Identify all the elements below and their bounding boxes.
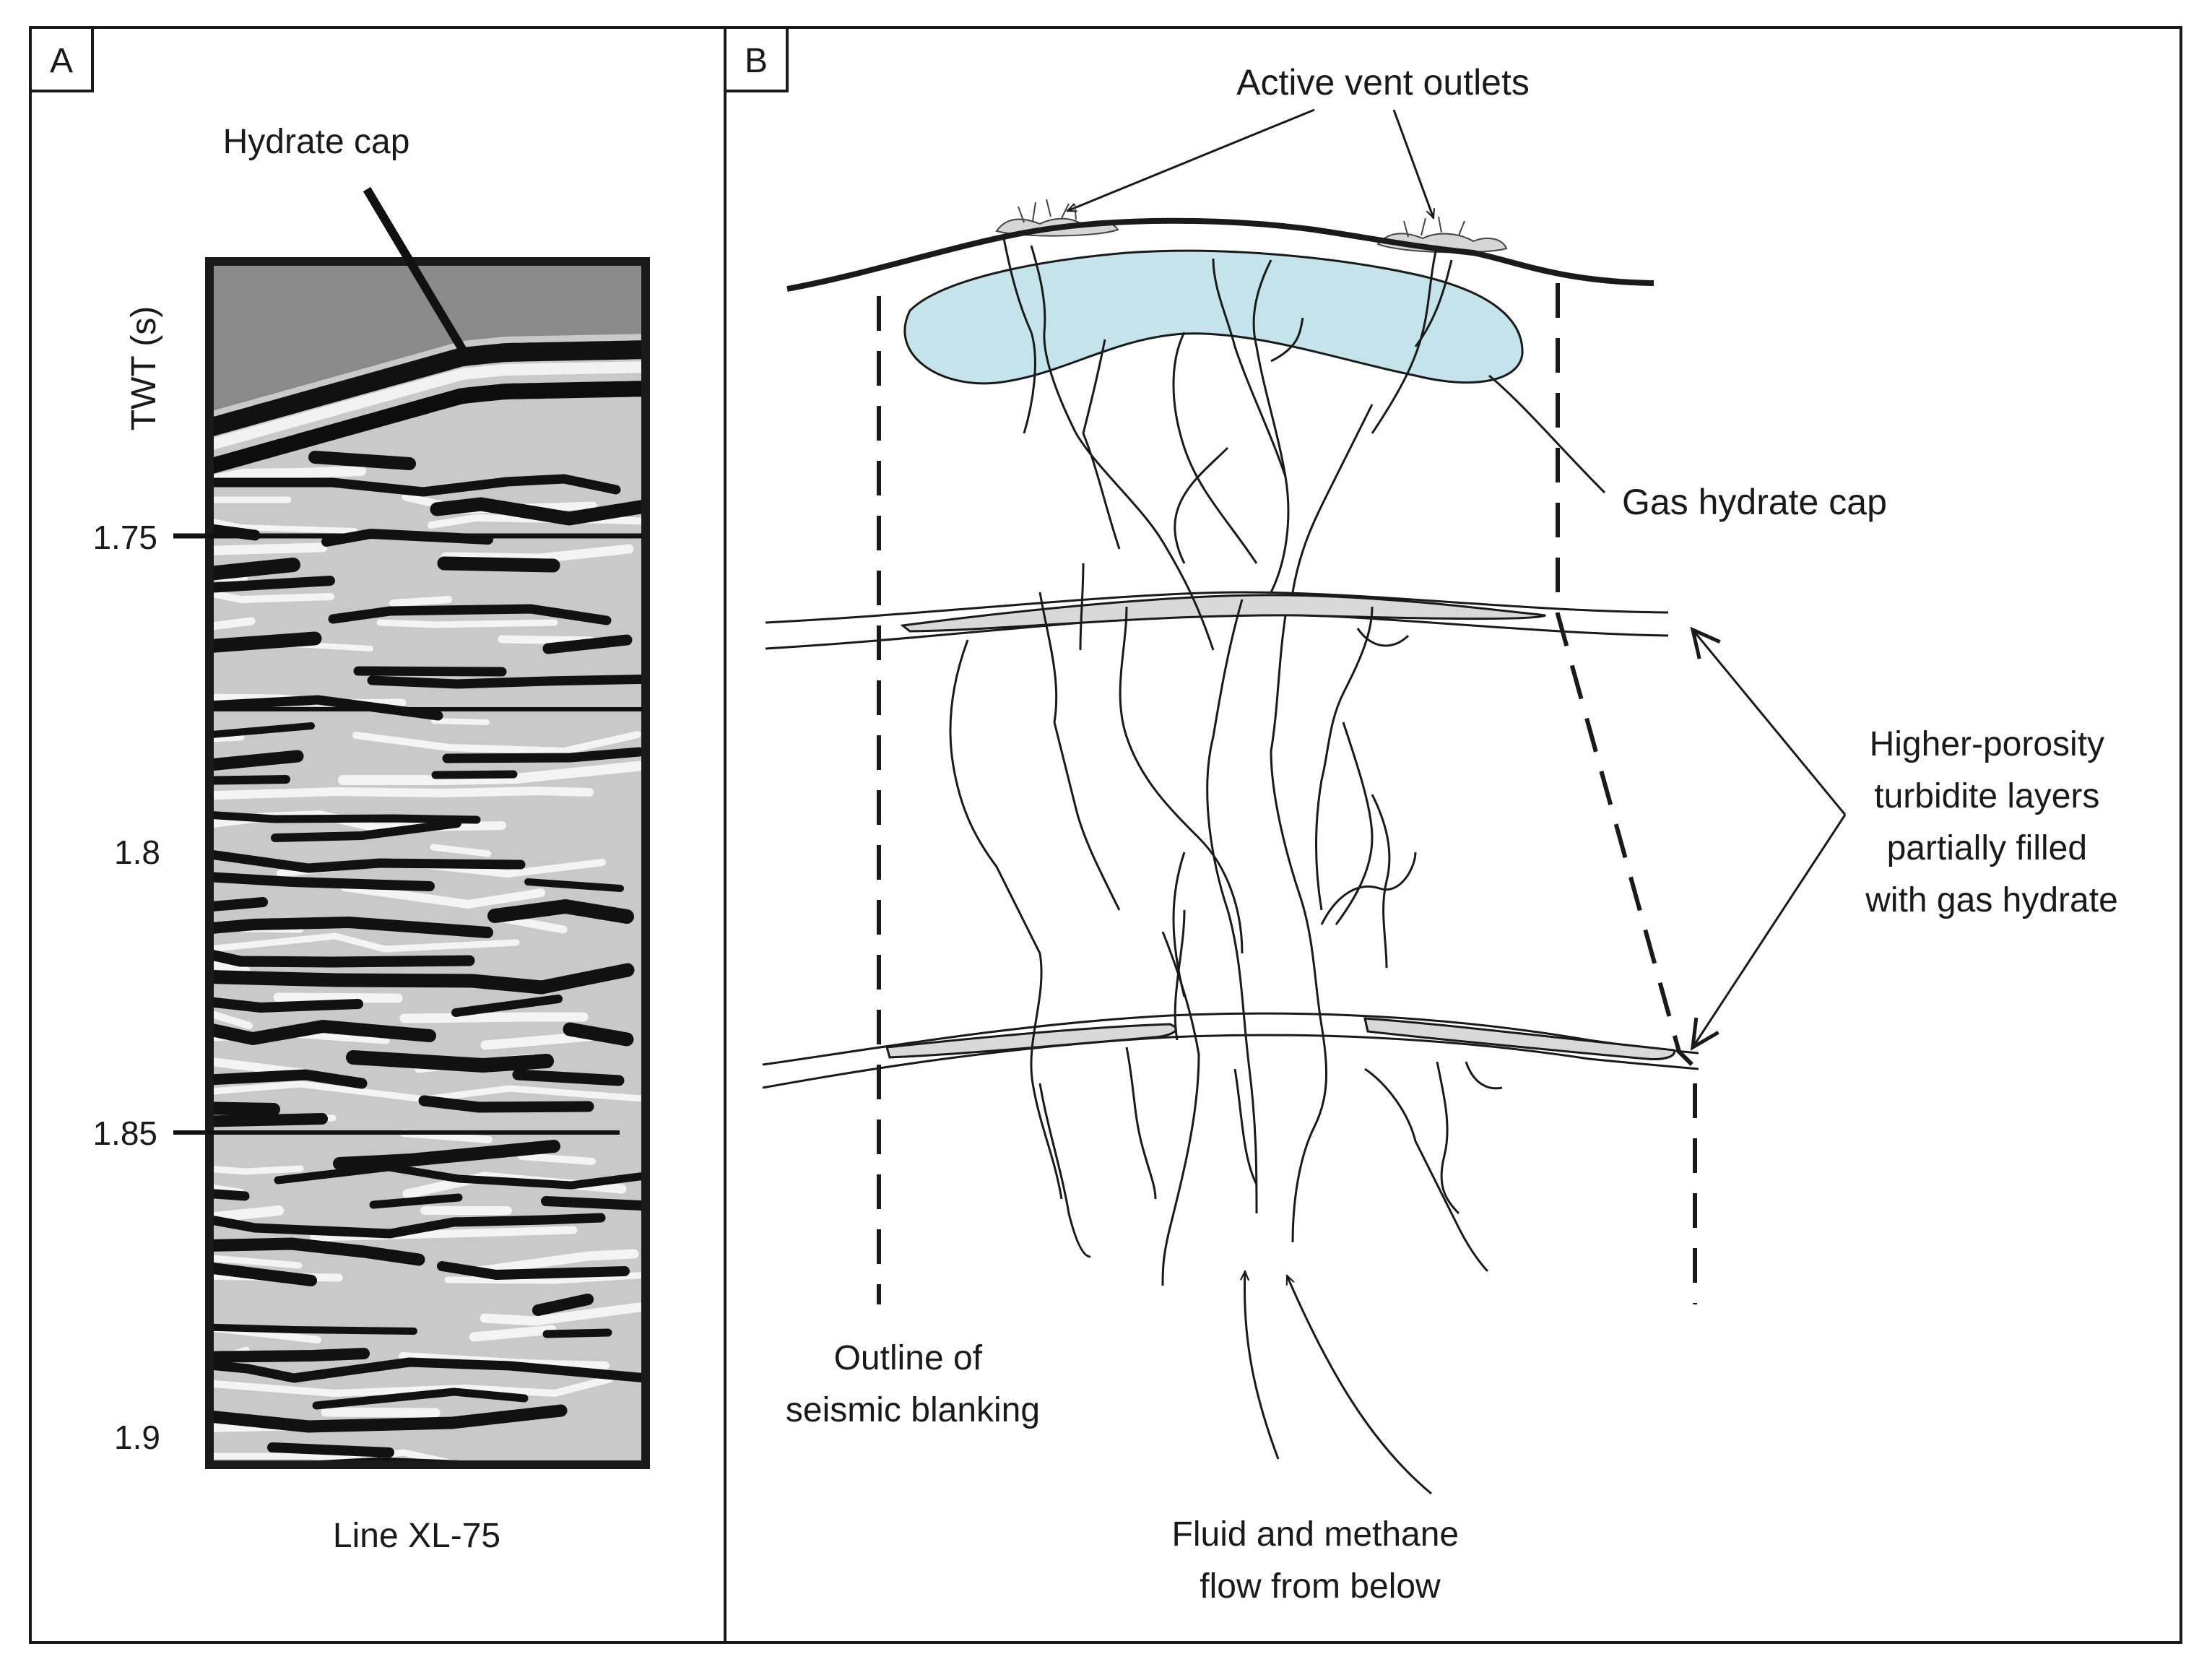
seismic-blanking-label: Outline of seismic blanking (786, 1339, 1040, 1429)
fluid-flow-label: Fluid and methane flow from below (1172, 1515, 1469, 1606)
line-caption: Line XL-75 (333, 1517, 500, 1555)
cap-leader-line (1489, 376, 1605, 493)
gas-hydrate-cap-label: Gas hydrate cap (1622, 482, 1887, 522)
layers-arrow-upper (1693, 630, 1845, 815)
vent-arrow-right (1394, 110, 1434, 218)
panel-b-letter: B (745, 42, 768, 80)
turbidite-layer-upper (765, 592, 1668, 649)
seismic-section (195, 261, 659, 1486)
seismic-blanking-outline (879, 283, 1695, 1304)
panel-a-letter: A (50, 42, 73, 80)
layers-arrow-lower (1693, 815, 1845, 1047)
tick-1-9: 1.9 (114, 1419, 160, 1456)
tick-1-85: 1.85 (92, 1114, 157, 1152)
active-vent-label: Active vent outlets (1236, 62, 1530, 103)
fracture-network (950, 238, 1502, 1286)
tick-1-75: 1.75 (92, 519, 157, 556)
vent-arrow-left (1067, 110, 1314, 211)
turbidite-layers-label: Higher-porosity turbidite layers partial… (1865, 725, 2118, 919)
flow-arrow-left (1244, 1271, 1278, 1459)
hydrate-cap-label: Hydrate cap (223, 123, 410, 161)
tick-1-8: 1.8 (114, 833, 160, 871)
flow-arrow-right (1287, 1276, 1431, 1494)
twt-axis-label: TWT (s) (125, 306, 163, 430)
turbidite-layer-lower (763, 1013, 1699, 1088)
